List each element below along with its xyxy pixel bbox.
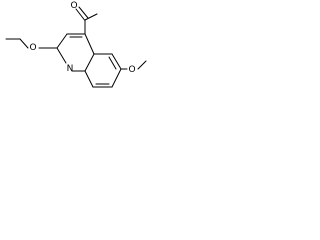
bond-oxygen-methyl xyxy=(137,60,147,70)
carbonyl-oxygen-label: O xyxy=(70,1,77,11)
chemical-structure-canvas: O N O xyxy=(0,0,150,94)
bond-c8a-c4a xyxy=(84,53,95,72)
bond-c3-c2 xyxy=(56,33,68,49)
ethoxy-group: O xyxy=(5,38,58,53)
methoxy-group: O xyxy=(120,60,147,75)
bond-oxygen-ch2 xyxy=(19,38,29,49)
bond-acetyl-methyl xyxy=(84,13,98,21)
bond-c4a-c4 xyxy=(84,33,95,55)
acetyl-group: O xyxy=(70,1,98,35)
bond-c5-c6 xyxy=(111,53,122,70)
pyridine-ring: N xyxy=(56,33,95,74)
bond-c8-c8a xyxy=(84,70,94,88)
methoxy-oxygen-label: O xyxy=(128,65,135,75)
bond-carbonyl-1 xyxy=(75,8,85,21)
ether-oxygen-label: O xyxy=(29,43,36,53)
benzene-ring xyxy=(84,53,122,88)
structure-drawing: O N O xyxy=(5,1,147,88)
bond-c6-c7 xyxy=(111,68,122,88)
bond-c2-n xyxy=(56,47,67,64)
bond-carbonyl-2 xyxy=(78,6,89,19)
ring-nitrogen-label: N xyxy=(67,64,74,74)
bond-c5-c6-inner xyxy=(108,56,117,70)
